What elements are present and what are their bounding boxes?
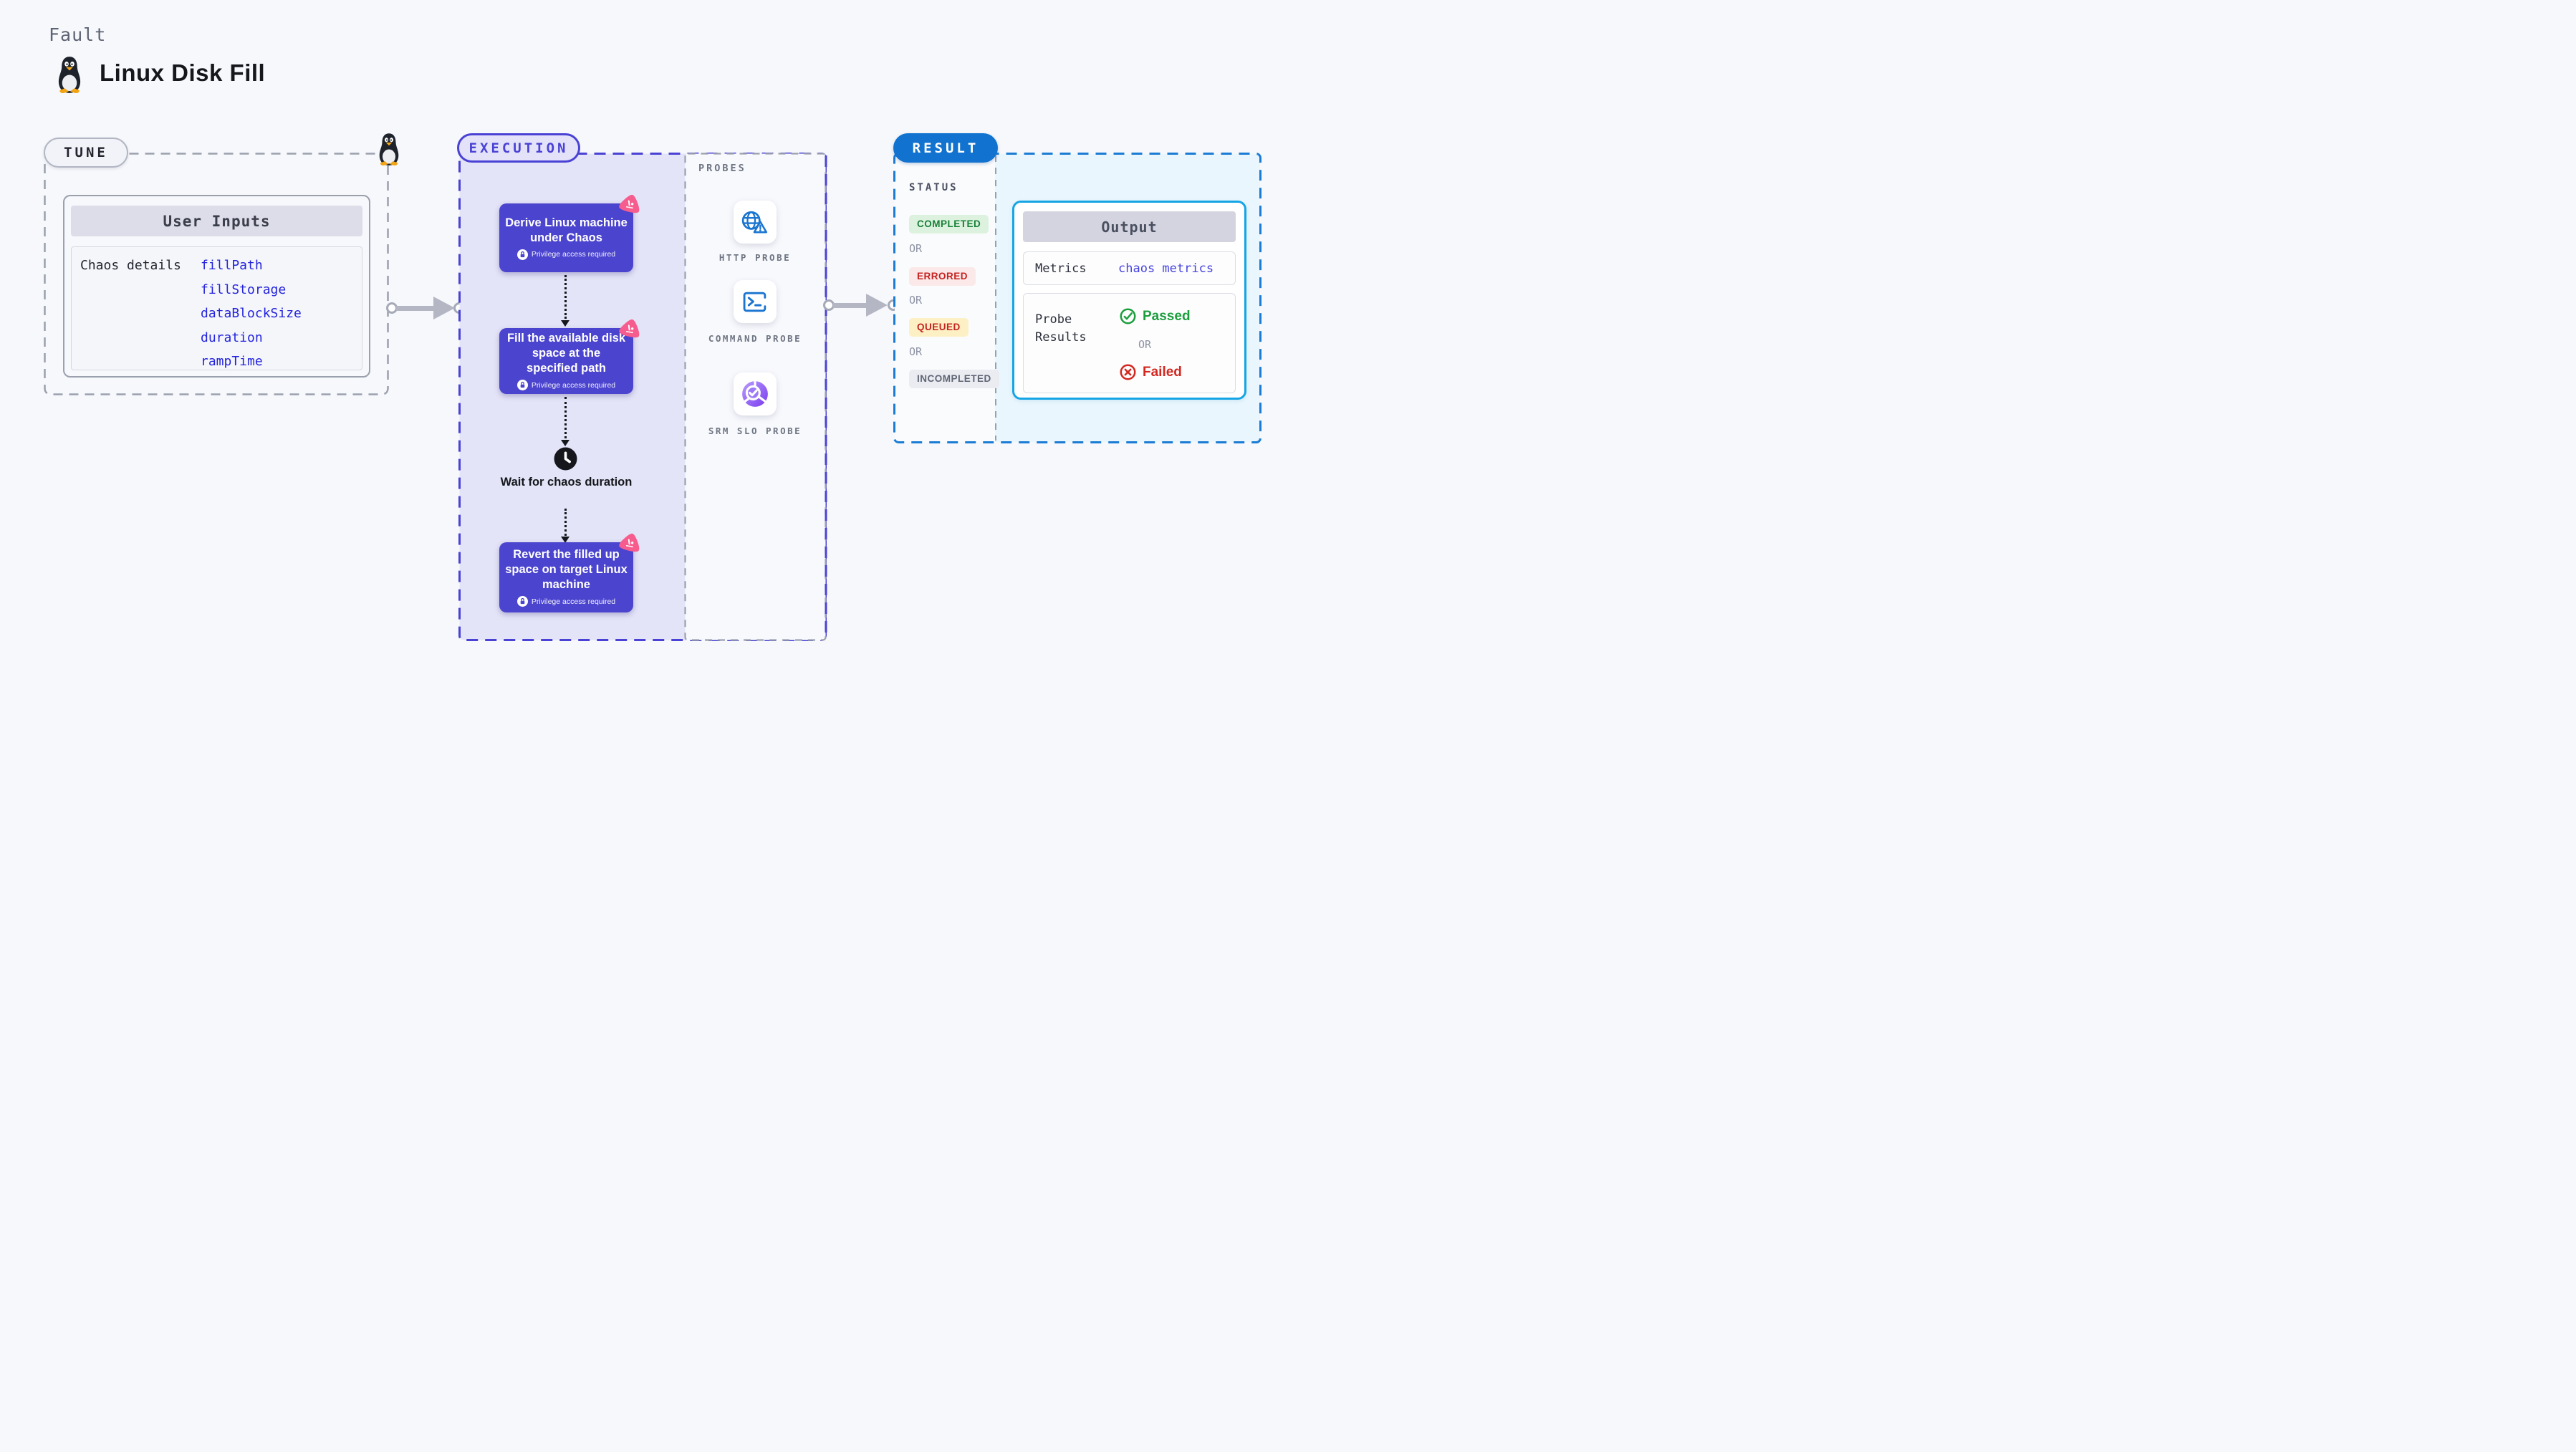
step-connector-dotted bbox=[564, 397, 567, 438]
privilege-note: Privilege access required bbox=[531, 250, 616, 259]
input-link-ramptime[interactable]: rampTime bbox=[201, 354, 263, 370]
or-label: OR bbox=[1138, 338, 1152, 351]
status-badge-queued: QUEUED bbox=[909, 318, 969, 337]
chaos-input-list: fillPath fillStorage dataBlockSize durat… bbox=[201, 258, 302, 378]
fault-kicker: Fault bbox=[49, 24, 107, 45]
chaos-fault-icon bbox=[619, 194, 640, 213]
user-inputs-header: User Inputs bbox=[71, 206, 362, 236]
down-arrowhead-icon bbox=[561, 440, 569, 446]
x-circle-icon bbox=[1120, 364, 1136, 380]
probe-card-srm-slo[interactable] bbox=[734, 372, 777, 415]
status-badge-incompleted: INCOMPLETED bbox=[909, 370, 999, 388]
lock-icon bbox=[516, 249, 528, 260]
privilege-note: Privilege access required bbox=[531, 597, 616, 606]
status-label: STATUS bbox=[909, 182, 958, 193]
step-title: Derive Linux machine under Chaos bbox=[505, 216, 628, 244]
wait-duration-label: Wait for chaos duration bbox=[500, 476, 633, 489]
status-badge-errored: ERRORED bbox=[909, 267, 976, 286]
probe-label-command: COMMAND PROBE bbox=[708, 333, 802, 344]
lock-icon bbox=[516, 596, 528, 607]
probe-card-http[interactable] bbox=[734, 201, 777, 244]
tux-penguin-icon bbox=[58, 57, 81, 94]
chaos-details-label: Chaos details bbox=[80, 258, 181, 273]
passed-label: Passed bbox=[1143, 308, 1191, 324]
status-column-background bbox=[895, 154, 995, 442]
connector-line bbox=[833, 303, 868, 308]
input-link-datablocksize[interactable]: dataBlockSize bbox=[201, 306, 302, 322]
step-title: Revert the filled up space on target Lin… bbox=[505, 548, 628, 591]
or-label: OR bbox=[909, 242, 923, 255]
input-link-fillstorage[interactable]: fillStorage bbox=[201, 282, 287, 297]
or-label: OR bbox=[909, 294, 923, 307]
execution-section-pill: EXECUTION bbox=[457, 133, 580, 163]
connector-arrowhead-icon bbox=[433, 297, 455, 319]
passed-line: Passed bbox=[1120, 308, 1191, 324]
or-label: OR bbox=[909, 345, 923, 358]
failed-line: Failed bbox=[1120, 364, 1182, 380]
step-fill-disk: Fill the available disk space at the spe… bbox=[499, 319, 640, 394]
tune-section-border bbox=[44, 153, 389, 395]
output-card: Output Metrics chaos metrics Probe Resul… bbox=[1012, 201, 1246, 400]
privilege-row: Privilege access required bbox=[516, 249, 616, 260]
user-inputs-card: User Inputs Chaos details fillPath fillS… bbox=[63, 195, 370, 378]
result-section-border bbox=[893, 153, 1261, 443]
privilege-row: Privilege access required bbox=[516, 380, 616, 390]
probe-label-http: HTTP PROBE bbox=[719, 252, 792, 263]
check-circle-icon bbox=[1120, 308, 1136, 324]
linux-disk-fill-fault-diagram: Fault Linux Disk Fill TUNE User Inputs C… bbox=[0, 0, 1288, 726]
failed-label: Failed bbox=[1143, 364, 1182, 380]
chaos-fault-icon bbox=[619, 319, 640, 338]
probe-results-row: Probe Results Passed OR Failed bbox=[1023, 293, 1236, 393]
clock-icon bbox=[554, 447, 577, 471]
tune-section-pill: TUNE bbox=[44, 138, 128, 168]
slo-donut-check-icon bbox=[742, 380, 768, 407]
step-connector-dotted bbox=[564, 509, 567, 536]
chaos-fault-icon bbox=[619, 533, 640, 552]
metrics-label: Metrics bbox=[1035, 261, 1087, 276]
down-arrowhead-icon bbox=[561, 537, 569, 543]
step-revert-space: Revert the filled up space on target Lin… bbox=[499, 533, 640, 612]
metrics-row: Metrics chaos metrics bbox=[1023, 251, 1236, 285]
globe-alert-icon bbox=[741, 211, 768, 233]
privilege-note: Privilege access required bbox=[531, 380, 616, 390]
result-separator bbox=[995, 155, 996, 441]
execution-right-border bbox=[825, 155, 827, 638]
page-title: Linux Disk Fill bbox=[100, 59, 266, 86]
probes-section-label: PROBES bbox=[698, 163, 746, 174]
down-arrowhead-icon bbox=[561, 320, 569, 327]
probe-card-command[interactable] bbox=[734, 280, 777, 323]
output-header: Output bbox=[1023, 211, 1236, 242]
step-derive-machine: Derive Linux machine under Chaos Privile… bbox=[499, 194, 640, 272]
input-link-duration[interactable]: duration bbox=[201, 330, 263, 345]
terminal-icon bbox=[743, 292, 766, 312]
result-section-pill: RESULT bbox=[893, 133, 998, 163]
connector-arrowhead-icon bbox=[866, 294, 888, 317]
input-link-fillpath[interactable]: fillPath bbox=[201, 258, 263, 273]
probe-results-label: Probe Results bbox=[1035, 312, 1087, 345]
chaos-metrics-link[interactable]: chaos metrics bbox=[1118, 261, 1214, 276]
tux-penguin-icon bbox=[379, 133, 399, 166]
step-title: Fill the available disk space at the spe… bbox=[506, 332, 626, 375]
lock-icon bbox=[516, 380, 528, 390]
privilege-row: Privilege access required bbox=[516, 596, 616, 607]
connector-line bbox=[396, 306, 435, 311]
step-connector-dotted bbox=[564, 275, 567, 319]
user-inputs-body: Chaos details fillPath fillStorage dataB… bbox=[71, 246, 362, 370]
status-badge-completed: COMPLETED bbox=[909, 215, 989, 234]
probe-label-srm-slo: SRM SLO PROBE bbox=[708, 425, 802, 436]
